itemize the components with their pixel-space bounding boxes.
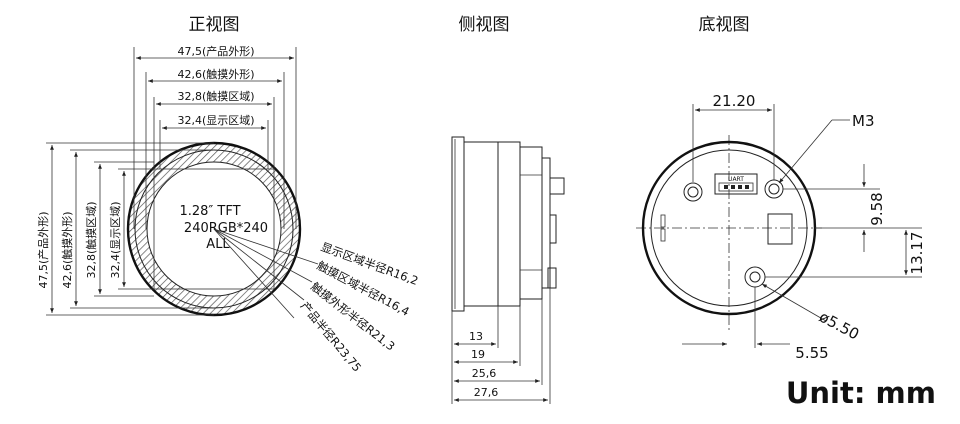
- dim-top-touch-area: 32,8(触摸区域): [177, 89, 254, 103]
- unit-label: Unit: mm: [785, 376, 936, 410]
- dim-top-touch-outline: 42,6(触摸外形): [177, 67, 254, 81]
- bottom-view: UART 21.20 M3 9.58 13.17 ø5.50: [636, 92, 926, 362]
- dim-left-touch-outline: 42,6(触摸外形): [60, 211, 74, 288]
- hole-diameter-label: ø5.50: [816, 308, 862, 344]
- dim-vertical-13-17: 13.17: [908, 232, 926, 275]
- mount-hole-left: [683, 182, 703, 202]
- uart-label: UART: [728, 176, 744, 183]
- dim-vertical-9-58: 9.58: [868, 192, 886, 225]
- side-view-title: 侧视图: [459, 15, 510, 35]
- dim-left-display-area: 32,4(显示区域): [109, 201, 122, 278]
- side-dim-27-6: 27,6: [474, 386, 499, 399]
- uart-connector: [714, 173, 758, 195]
- bottom-view-title: 底视图: [699, 15, 750, 35]
- dim-top-product: 47,5(产品外形): [177, 44, 254, 58]
- thread-label: M3: [852, 112, 875, 130]
- display-outline: [146, 161, 282, 297]
- dim-left-touch-area: 32,8(触摸区域): [84, 201, 98, 278]
- dim-left-product: 47,5(产品外形): [36, 211, 50, 288]
- dim-hole-spacing: 21.20: [713, 92, 756, 110]
- side-dim-25-6: 25,6: [472, 367, 497, 380]
- front-view-title: 正视图: [189, 15, 240, 35]
- side-dim-19: 19: [471, 348, 485, 361]
- dim-horizontal-5-55: 5.55: [795, 344, 828, 362]
- mount-hole-right: [764, 179, 784, 199]
- display-area-rect: [153, 168, 275, 290]
- dim-top-display-area: 32,4(显示区域): [177, 114, 254, 127]
- side-dim-13: 13: [469, 330, 483, 343]
- side-view: 13 19 25,6 27,6: [451, 136, 565, 404]
- screen-resolution-text: 240RGB*240: [184, 221, 268, 236]
- front-view: 47,5(产品外形) 42,6(触摸外形) 32,8(触摸区域) 32,4(显示…: [36, 44, 420, 375]
- screen-size-text: 1.28″ TFT: [179, 204, 240, 219]
